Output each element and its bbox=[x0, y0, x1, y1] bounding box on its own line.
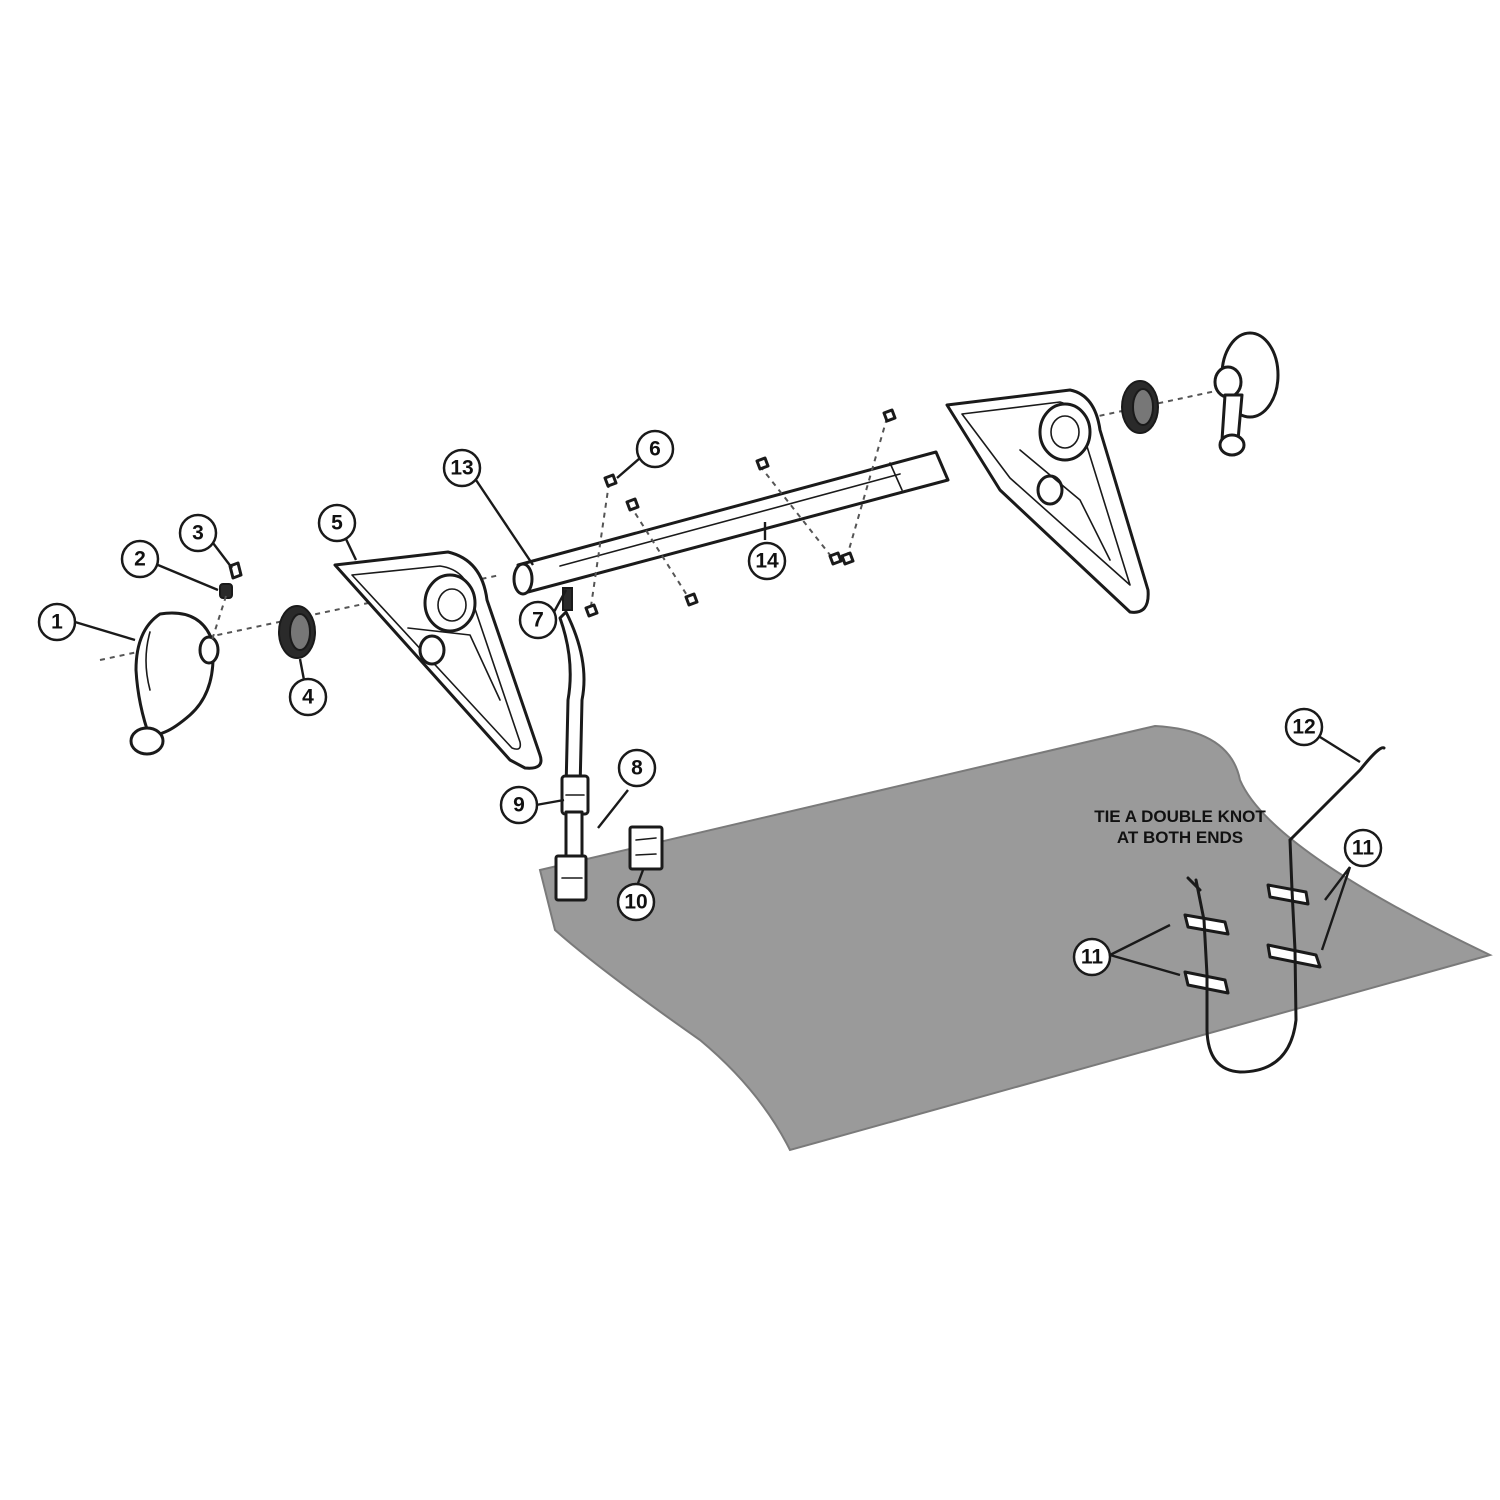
svg-text:7: 7 bbox=[532, 609, 544, 632]
callout-9: 9 bbox=[499, 785, 539, 825]
leader-8 bbox=[597, 789, 629, 829]
end-bracket-right bbox=[945, 388, 1150, 614]
svg-text:6: 6 bbox=[649, 438, 661, 461]
leader-12 bbox=[1319, 735, 1361, 764]
callout-2: 2 bbox=[120, 539, 160, 579]
leader-6 bbox=[616, 457, 641, 479]
leader-11b bbox=[1320, 866, 1352, 951]
callout-11a: 11 bbox=[1072, 937, 1112, 977]
leader-13 bbox=[475, 479, 534, 566]
note-line-2: AT BOTH ENDS bbox=[1117, 828, 1243, 847]
callout-10: 10 bbox=[616, 882, 656, 922]
leader-5 bbox=[343, 536, 358, 561]
callout-1: 1 bbox=[37, 602, 77, 642]
screw bbox=[228, 561, 243, 580]
leader-4 bbox=[298, 658, 306, 681]
callout-5: 5 bbox=[317, 503, 357, 543]
callout-11b: 11 bbox=[1343, 828, 1383, 868]
callout-4: 4 bbox=[288, 677, 328, 717]
leader-11a bbox=[1109, 923, 1181, 977]
leader-2 bbox=[157, 563, 219, 592]
note-line-1: TIE A DOUBLE KNOT bbox=[1094, 807, 1266, 826]
callout-3: 3 bbox=[178, 513, 218, 553]
svg-text:1: 1 bbox=[51, 611, 63, 634]
svg-text:9: 9 bbox=[513, 794, 525, 817]
callout-12: 12 bbox=[1284, 707, 1324, 747]
bushing-right bbox=[1121, 380, 1159, 434]
svg-text:3: 3 bbox=[192, 522, 204, 545]
tube-screws bbox=[584, 408, 897, 618]
leader-1 bbox=[74, 620, 136, 642]
svg-text:8: 8 bbox=[631, 757, 643, 780]
crank-handle-left bbox=[129, 611, 220, 756]
callout-7: 7 bbox=[518, 600, 558, 640]
svg-text:4: 4 bbox=[302, 686, 314, 709]
roller-tube bbox=[512, 450, 950, 596]
end-bracket-left bbox=[333, 550, 543, 770]
callout-8: 8 bbox=[617, 748, 657, 788]
pool-cover-sheet bbox=[538, 724, 1493, 1152]
bushing-left bbox=[278, 605, 316, 659]
strap-assembly bbox=[554, 587, 590, 902]
leader-7 bbox=[552, 589, 568, 613]
callout-6: 6 bbox=[635, 429, 675, 469]
svg-text:5: 5 bbox=[331, 512, 343, 535]
rope bbox=[1186, 746, 1386, 1074]
callout-14: 14 bbox=[747, 541, 787, 581]
svg-text:14: 14 bbox=[755, 550, 779, 573]
crank-handle-right bbox=[1213, 331, 1280, 457]
leader-9 bbox=[535, 798, 565, 807]
svg-text:11: 11 bbox=[1352, 837, 1375, 860]
svg-text:2: 2 bbox=[134, 548, 146, 571]
nut bbox=[219, 583, 233, 599]
callout-13: 13 bbox=[442, 448, 482, 488]
svg-text:12: 12 bbox=[1292, 716, 1315, 739]
svg-text:13: 13 bbox=[450, 457, 473, 480]
strap-clip bbox=[628, 825, 664, 871]
leader-3 bbox=[212, 542, 233, 569]
svg-text:10: 10 bbox=[624, 891, 647, 914]
svg-text:11: 11 bbox=[1081, 946, 1104, 969]
